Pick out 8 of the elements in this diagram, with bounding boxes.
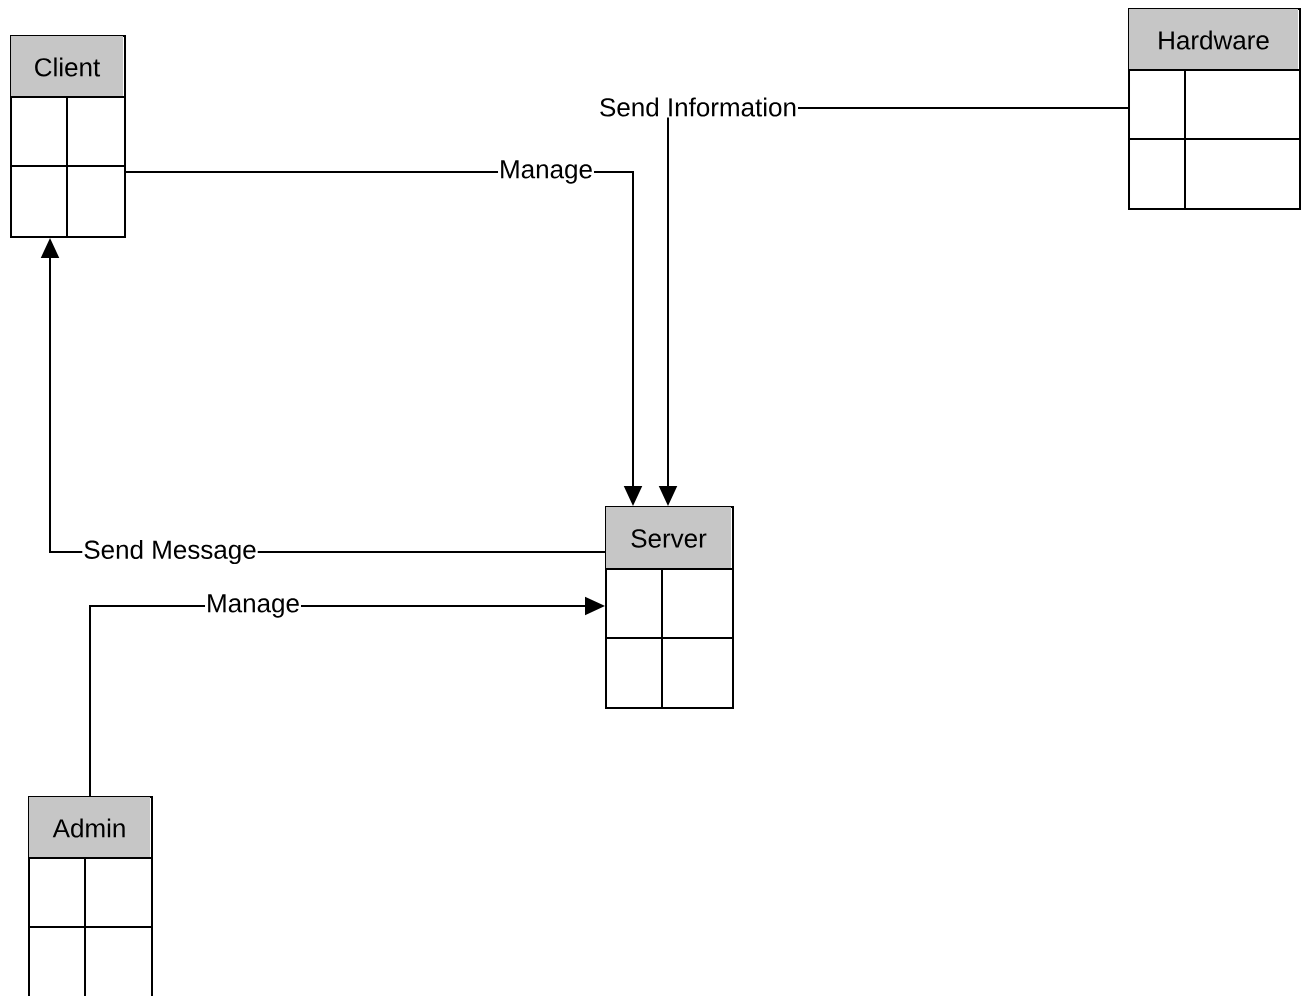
edge-label: Send Message <box>82 538 258 566</box>
table-box: Server <box>604 506 734 709</box>
table-box: Client <box>9 35 126 238</box>
table-box: Admin <box>27 796 153 996</box>
edge-label: Manage <box>205 593 301 619</box>
table-box: Hardware <box>1127 8 1301 210</box>
edge-label: Manage <box>498 159 594 185</box>
edge-label: Send Information <box>598 96 798 118</box>
